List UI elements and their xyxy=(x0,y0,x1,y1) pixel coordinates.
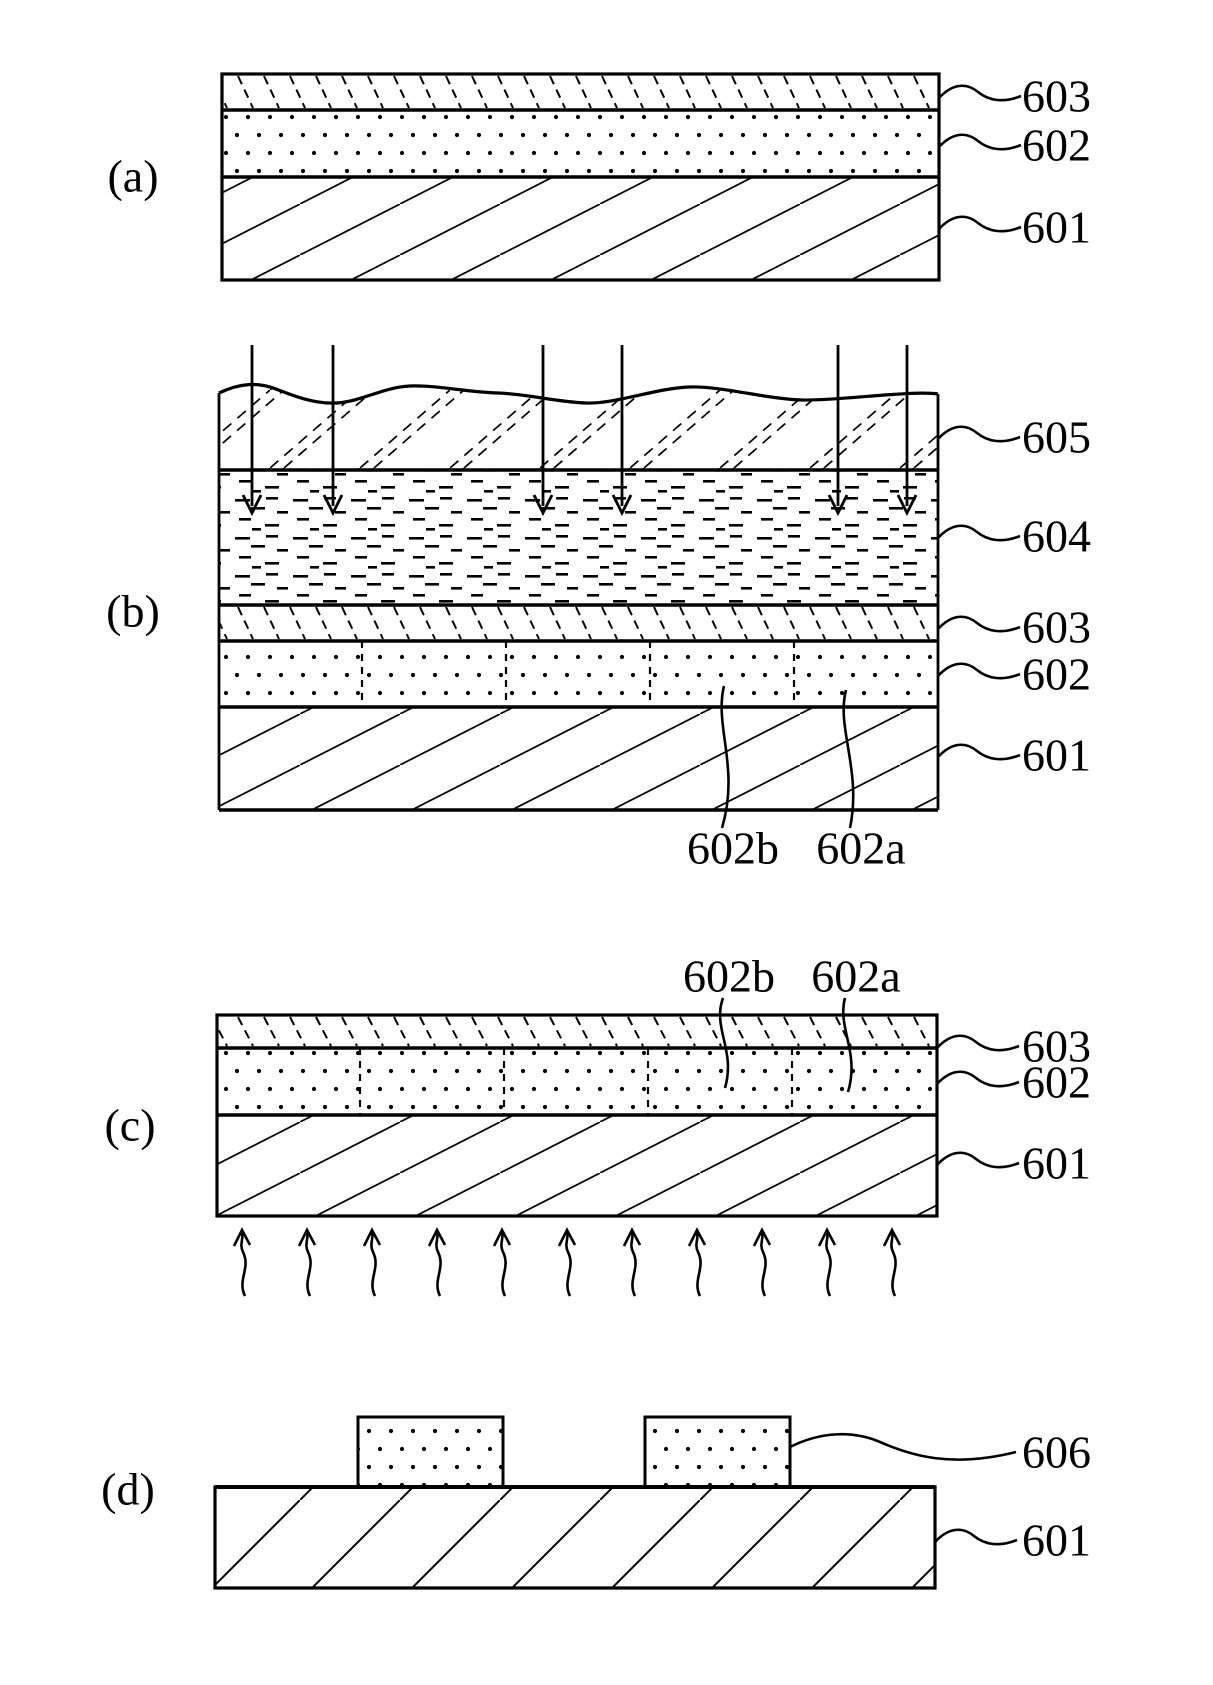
up-arrow xyxy=(427,1227,447,1297)
down-arrow xyxy=(896,345,918,517)
leader-603-a xyxy=(938,84,1022,102)
up-arrow xyxy=(362,1227,382,1297)
panel-letter-d: (d) xyxy=(101,1464,155,1515)
down-arrow xyxy=(827,345,849,517)
up-arrow xyxy=(297,1227,317,1297)
ref-label-601-d: 601 xyxy=(1022,1515,1091,1566)
segment-dividers-b xyxy=(360,641,796,707)
up-arrow xyxy=(492,1227,512,1297)
layer-605-b xyxy=(219,384,938,470)
panel-letter-a: (a) xyxy=(107,151,158,202)
ref-label-602a-b: 602a xyxy=(816,823,905,874)
stack-borders-b xyxy=(217,393,940,812)
layer-603-a xyxy=(222,74,939,110)
block-606-left xyxy=(356,1415,505,1489)
leader-601-b xyxy=(937,743,1021,761)
ref-label-602b-b: 602b xyxy=(687,823,779,874)
leader-lines-a xyxy=(938,84,1022,233)
leader-606-d xyxy=(789,1432,1017,1461)
block-606-right xyxy=(643,1415,792,1489)
ref-label-602-c: 602 xyxy=(1022,1057,1091,1108)
segment-dividers-c xyxy=(358,1048,794,1115)
ref-label-602-b: 602 xyxy=(1022,649,1091,700)
ref-label-601-c: 601 xyxy=(1022,1138,1091,1189)
leader-605-b xyxy=(937,425,1021,443)
leader-603-c xyxy=(936,1034,1020,1052)
panel-c: (c) 602b 602a 603 602 601 xyxy=(104,951,1091,1297)
leader-601-d xyxy=(934,1528,1018,1546)
leader-lines-b xyxy=(720,425,1021,829)
layer-601-b xyxy=(219,707,938,810)
up-arrow xyxy=(817,1227,837,1297)
ref-label-602a-c: 602a xyxy=(811,951,900,1002)
layer-602-c xyxy=(217,1048,937,1115)
down-arrow xyxy=(241,345,263,517)
panel-letter-c: (c) xyxy=(104,1100,155,1151)
leader-602b-c xyxy=(718,997,730,1089)
layer-603-c xyxy=(217,1015,937,1048)
up-arrow xyxy=(232,1227,252,1297)
layer-602-a xyxy=(222,110,939,177)
wavy-top-edge-605 xyxy=(218,382,939,405)
layer-603-b xyxy=(219,605,938,641)
ref-label-603-c: 603 xyxy=(1022,1021,1091,1072)
leader-603-b xyxy=(937,615,1021,633)
leader-604-b xyxy=(937,524,1021,542)
irradiation-arrows xyxy=(241,345,918,517)
layer-602-b xyxy=(219,641,938,707)
leader-601-a xyxy=(938,215,1022,233)
layer-604-b xyxy=(219,470,938,605)
leader-601-c xyxy=(936,1151,1020,1169)
ref-label-604-b: 604 xyxy=(1022,511,1091,562)
up-arrow xyxy=(882,1227,902,1297)
layer-601-c xyxy=(217,1115,937,1216)
heat-arrows xyxy=(232,1227,902,1297)
ref-label-602-a: 602 xyxy=(1022,120,1091,171)
ref-label-602b-c: 602b xyxy=(683,951,775,1002)
leader-lines-d xyxy=(789,1432,1018,1546)
layer-601-a xyxy=(222,177,939,280)
ref-label-605-b: 605 xyxy=(1022,412,1091,463)
leader-602b-b xyxy=(720,685,730,829)
patterned-blocks-606 xyxy=(356,1415,792,1489)
leader-602-a xyxy=(938,133,1022,151)
panel-b: (b) xyxy=(106,345,1091,874)
leader-602a-c xyxy=(842,997,853,1093)
down-arrow xyxy=(532,345,554,517)
leader-602-b xyxy=(937,662,1021,680)
up-arrow xyxy=(557,1227,577,1297)
panel-d: (d) 606 601 xyxy=(101,1415,1091,1590)
leader-602-c xyxy=(936,1070,1020,1088)
ref-label-601-a: 601 xyxy=(1022,202,1091,253)
panel-a: (a) 603 602 601 xyxy=(107,71,1091,282)
panel-letter-b: (b) xyxy=(106,586,160,637)
ref-label-606-d: 606 xyxy=(1022,1427,1091,1478)
up-arrow xyxy=(687,1227,707,1297)
down-arrow xyxy=(611,345,633,517)
ref-label-603-b: 603 xyxy=(1022,602,1091,653)
up-arrow xyxy=(622,1227,642,1297)
ref-label-603-a: 603 xyxy=(1022,71,1091,122)
ref-label-601-b: 601 xyxy=(1022,730,1091,781)
up-arrow xyxy=(752,1227,772,1297)
leader-602a-b xyxy=(842,689,855,829)
layer-601-d xyxy=(215,1487,935,1588)
leader-lines-c xyxy=(718,997,1020,1169)
down-arrow xyxy=(322,345,344,517)
